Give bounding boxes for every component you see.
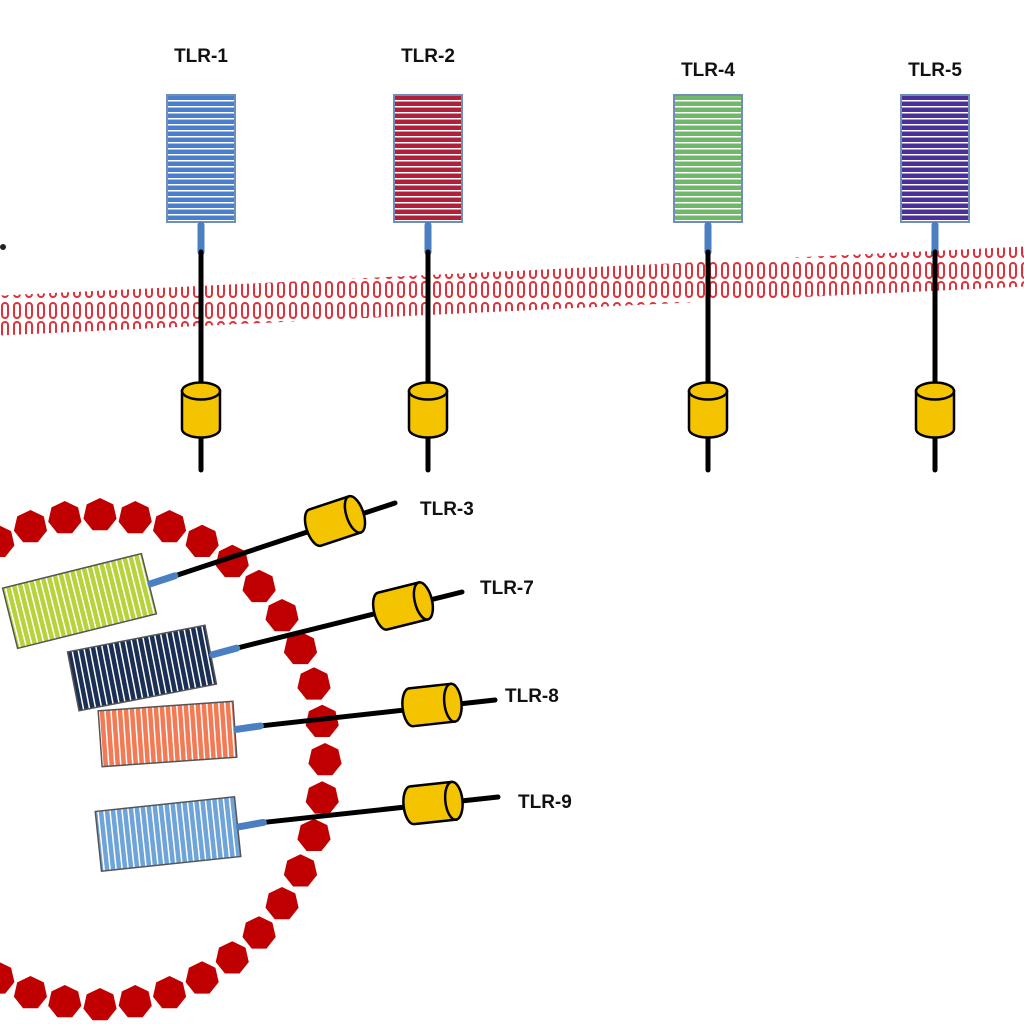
tlr-9-tir-domain [402,780,464,826]
tlr-7-tir-domain [371,580,435,631]
endosome-bead [0,525,15,557]
tlr-4-tir-domain [687,381,729,439]
tlr-5-label: TLR-5 [908,60,962,81]
tlr-7-receptor: TLR-7 [66,578,534,712]
endosome-bead [265,599,299,632]
tlr-5-tir-cap [914,381,956,401]
tlr-9-ectodomain [94,796,242,872]
tlr-2-label: TLR-2 [401,46,455,67]
edge-mark [0,244,6,250]
tlr-3-tir-cap [343,494,367,534]
endosome-bead [118,501,152,534]
endosome-bead [185,524,219,557]
tlr-8-ectodomain [97,700,238,768]
endosome-bead [118,985,152,1018]
tlr-8-linker [233,722,264,733]
tlr-9-linker [236,818,267,831]
endosome-bead [215,941,249,974]
endosome-bead [153,510,187,543]
endosome-bead [283,631,318,665]
tlr-5-receptor: TLR-5 [900,60,970,473]
endosome [0,498,342,1021]
tlr-2-tir-body [407,389,449,439]
tlr-2-tir-domain [407,381,449,439]
tlr-5-tir-domain [914,381,956,439]
endosome-bead [283,854,318,887]
tlr-4-tir-cap [687,381,729,401]
tlr-1-tir-cap [180,381,222,401]
tlr-8-tir-domain [401,682,463,728]
endosome-bead [297,667,331,700]
tlr-9-tir-body [402,780,458,826]
endosome-bead [48,501,82,534]
endosome-bead [83,498,117,531]
endosome-bead [0,962,15,994]
endosome-bead [308,743,342,776]
tlr-8-label: TLR-8 [505,686,559,707]
endosome-bead [305,781,339,814]
tlr-8-receptor: TLR-8 [97,682,559,768]
tlr-3-label: TLR-3 [420,499,474,520]
tlr-7-label: TLR-7 [480,578,534,599]
endosome-bead [48,985,82,1018]
tlr-8-tir-body [401,682,457,728]
tlr-4-label: TLR-4 [681,60,735,81]
endosome-bead [83,988,117,1021]
tlr-3-receptor: TLR-3 [1,494,474,650]
tlr-9-receptor: TLR-9 [94,780,572,872]
tlr-2-receptor: TLR-2 [393,46,463,473]
tlr-1-tir-domain [180,381,222,439]
tlr-2-tir-cap [407,381,449,401]
tlr-7-ectodomain [66,624,218,712]
tlr-4-ectodomain [673,94,743,223]
tlr-5-tir-body [914,389,956,439]
tlr-9-tir-cap [443,780,464,821]
tlr-1-label: TLR-1 [174,46,228,67]
tlr-2-ectodomain [393,94,463,223]
endosome-bead [13,510,47,543]
tlr-1-receptor: TLR-1 [166,46,236,473]
tlr-4-tir-body [687,389,729,439]
tlr-3-linker [147,572,179,588]
endosome-bead [13,976,47,1009]
tlr-1-tir-body [180,389,222,439]
endosome-bead [153,976,187,1009]
tlr-3-tir-domain [303,494,367,548]
plasma-membrane [0,246,1024,336]
tlr-3-ectodomain [1,552,158,650]
tlr-4-receptor: TLR-4 [673,60,743,473]
tlr-5-ectodomain [900,94,970,223]
tlr-7-tir-cap [412,581,435,621]
tlr-7-linker [209,644,241,659]
tlr-9-label: TLR-9 [518,792,572,813]
endosome-bead [185,961,219,994]
endosome-bead [265,887,299,920]
endosome-bead [297,818,331,851]
endosome-bead [242,569,276,603]
endosome-bead [242,916,276,949]
tlr-8-tir-cap [442,682,463,723]
tlr-1-ectodomain [166,94,236,223]
